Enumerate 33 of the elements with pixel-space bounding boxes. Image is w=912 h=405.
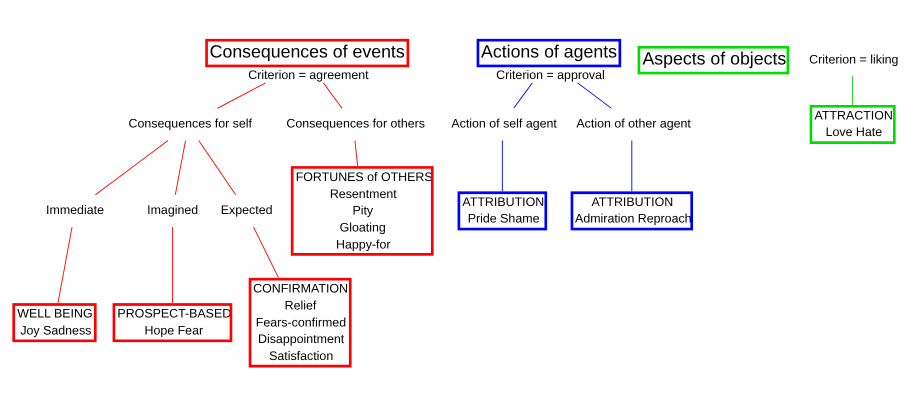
- node-box: Actions of agents: [476, 38, 622, 68]
- connector: [322, 82, 342, 109]
- connector: [631, 140, 632, 192]
- connector: [513, 82, 533, 109]
- connector: [354, 140, 358, 166]
- node-text: Criterion = liking: [809, 52, 898, 66]
- node-text: Imagined: [147, 203, 198, 218]
- connector: [502, 140, 503, 192]
- node-box: CONFIRMATION Relief Fears-confirmed Disappointment Satisfaction: [248, 278, 352, 368]
- connector: [852, 76, 854, 106]
- node-label: Criterion = agreement: [248, 68, 369, 82]
- node-box: ATTRIBUTION Admiration Reproach: [570, 191, 693, 230]
- connector: [577, 82, 612, 109]
- connector: [216, 82, 266, 109]
- node-box: ATTRIBUTION Pride Shame: [458, 191, 548, 230]
- connector: [172, 226, 173, 304]
- node-text: Consequences for others: [286, 116, 426, 131]
- node-box: Consequences of events: [205, 38, 410, 68]
- node-box: FORTUNES of OTHERS Resentment Pity Gloating Happy-for: [290, 166, 434, 256]
- connector: [94, 140, 169, 196]
- node-text: Action of other agent: [576, 116, 691, 131]
- node-text: Immediate: [46, 203, 104, 218]
- node-text: Consequences for self: [128, 116, 252, 131]
- connector: [253, 226, 279, 278]
- node-box: ATTRACTION Love Hate: [810, 104, 896, 144]
- node-box: Aspects of objects: [638, 46, 790, 74]
- connector: [58, 226, 72, 304]
- node-label: Criterion = approval: [496, 68, 605, 82]
- connector: [198, 140, 236, 196]
- node-text: Action of self agent: [451, 116, 557, 131]
- node-text: Expected: [220, 203, 272, 218]
- node-box: WELL BEING Joy Sadness: [12, 303, 97, 342]
- connector: [174, 140, 186, 196]
